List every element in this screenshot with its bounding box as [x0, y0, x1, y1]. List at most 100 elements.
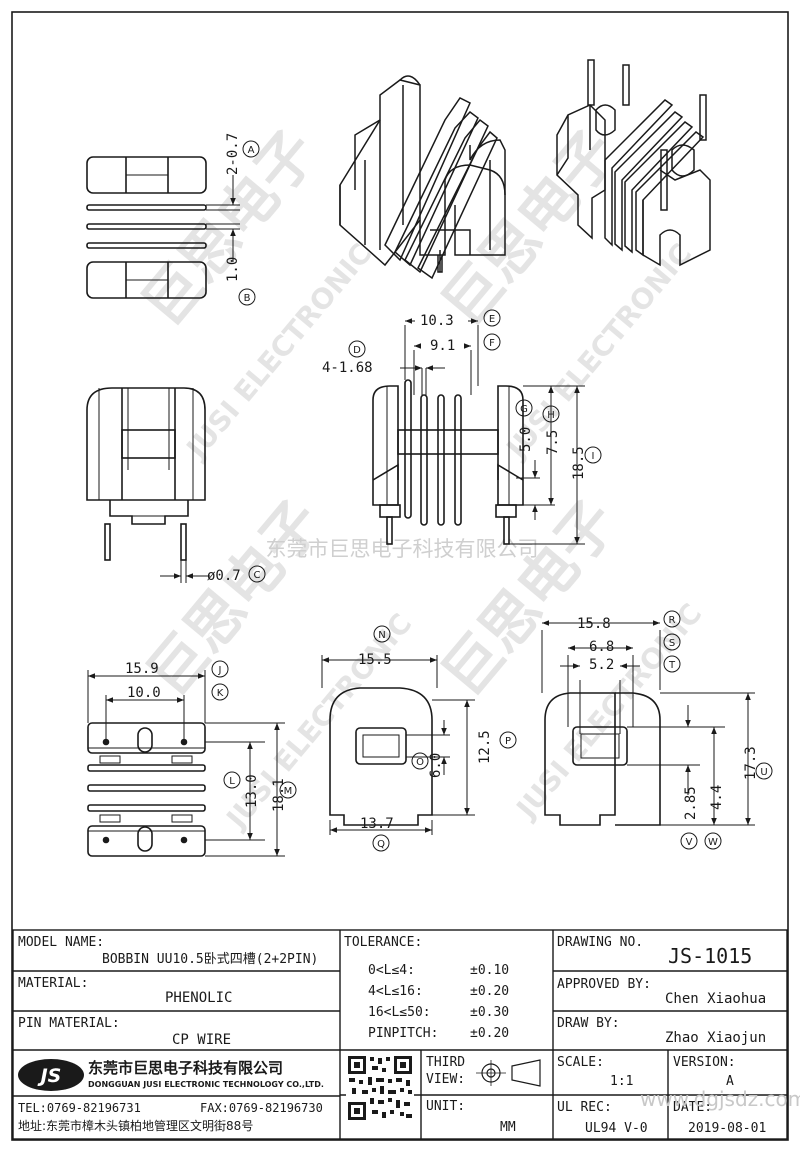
footer-url-watermark: www.dgjsdz.com [640, 1087, 800, 1111]
dim-w: 4.4 [709, 785, 725, 810]
watermark-brand: 巨思电子 [429, 488, 630, 709]
dim-m: 18.1 [271, 778, 287, 812]
bottom-view [87, 670, 285, 857]
top-view [86, 156, 240, 299]
tol-range-1: 0<L≤4: [368, 963, 415, 978]
pin-material-label: PIN MATERIAL: [18, 1016, 120, 1031]
callout-b: B [244, 293, 251, 304]
date-label: DATE: [673, 1100, 712, 1115]
third-view-label-1: THIRD [426, 1055, 465, 1070]
tol-value-1: ±0.10 [470, 963, 509, 978]
dim-a: 2-0.7 [225, 133, 241, 175]
front-view [372, 318, 585, 545]
approved-by-value: Chen Xiaohua [665, 991, 766, 1007]
dim-n: 15.5 [358, 652, 392, 668]
callout-j: J [218, 665, 222, 676]
approved-by-label: APPROVED BY: [557, 977, 651, 992]
dim-l: 13.0 [244, 774, 260, 808]
callout-w: W [708, 837, 718, 848]
watermark-company: 东莞市巨思电子科技有限公司 [266, 537, 539, 561]
callout-v: V [686, 837, 693, 848]
tol-value-3: ±0.30 [470, 1005, 509, 1020]
dim-h: 7.5 [545, 430, 561, 455]
dim-u: 17.3 [743, 746, 759, 780]
tol-range-2: 4<L≤16: [368, 984, 423, 999]
dim-d: 4-1.68 [322, 360, 373, 376]
dim-q: 13.7 [360, 816, 394, 832]
dim-i: 18.5 [571, 446, 587, 480]
draw-by-value: Zhao Xiaojun [665, 1030, 766, 1046]
scale-value: 1:1 [610, 1074, 633, 1089]
date-value: 2019-08-01 [688, 1121, 766, 1136]
dimension-labels: 2-0.7 1.0 ø0.7 4-1.68 10.3 9.1 5.0 7.5 1… [125, 133, 759, 832]
callout-m: M [284, 786, 293, 797]
dim-t: 5.2 [589, 657, 614, 673]
callout-letters: A B C D E F G H I J K L M N O P Q R S T … [217, 145, 768, 850]
dim-g: 5.0 [518, 427, 534, 452]
callouts [211, 140, 773, 852]
callout-k: K [217, 688, 224, 699]
company-address: 地址:东莞市樟木头镇柏地管理区文明街88号 [18, 1118, 253, 1133]
drawing-border [11, 11, 789, 1141]
isometric-view-front [339, 75, 506, 280]
company-logo-text: JS [37, 1065, 62, 1087]
dim-f: 9.1 [430, 338, 455, 354]
version-value: A [726, 1074, 734, 1089]
callout-s: S [669, 638, 675, 649]
material-value: PHENOLIC [165, 990, 232, 1006]
ul-rec-label: UL REC: [557, 1100, 612, 1115]
company-tel: TEL:0769-82196731 [18, 1101, 141, 1115]
callout-p: P [505, 736, 511, 747]
tol-range-4: PINPITCH: [368, 1026, 438, 1041]
draw-by-label: DRAW BY: [557, 1016, 620, 1031]
tol-range-3: 16<L≤50: [368, 1005, 431, 1020]
dim-v: 2.85 [683, 786, 699, 820]
dim-e: 10.3 [420, 313, 454, 329]
callout-q: Q [377, 839, 385, 850]
tol-value-2: ±0.20 [470, 984, 509, 999]
unit-value: MM [500, 1120, 516, 1135]
dim-p: 12.5 [477, 730, 493, 764]
dim-r: 15.8 [577, 616, 611, 632]
title-block-text: MODEL NAME: BOBBIN UU10.5卧式四槽(2+2PIN) MA… [18, 935, 766, 1136]
unit-label: UNIT: [426, 1099, 465, 1114]
callout-f: F [489, 338, 495, 349]
callout-h: H [547, 410, 555, 421]
tolerance-label: TOLERANCE: [344, 935, 422, 950]
callout-c: C [254, 570, 261, 581]
pin-material-value: CP WIRE [172, 1032, 231, 1048]
end-view-section [541, 620, 755, 826]
company-name-en: DONGGUAN JUSI ELECTRONIC TECHNOLOGY CO.,… [88, 1080, 324, 1089]
company-name-cn: 东莞市巨思电子科技有限公司 [88, 1059, 283, 1077]
model-name-label: MODEL NAME: [18, 935, 104, 950]
callout-o: O [416, 757, 424, 768]
dim-b: 1.0 [225, 257, 241, 282]
isometric-view-rear [556, 59, 711, 267]
callout-a: A [248, 145, 255, 156]
drawing-no-value: JS-1015 [668, 944, 752, 968]
dim-k: 10.0 [127, 685, 161, 701]
scale-label: SCALE: [557, 1055, 604, 1070]
tol-value-4: ±0.20 [470, 1026, 509, 1041]
callout-g: G [520, 404, 528, 415]
qr-code [346, 1054, 414, 1122]
material-label: MATERIAL: [18, 976, 88, 991]
dim-o: 6.0 [428, 753, 444, 778]
third-angle-projection-icon [476, 1059, 541, 1087]
callout-i: I [592, 451, 595, 462]
end-view [321, 655, 475, 835]
callout-d: D [353, 345, 361, 356]
ul-rec-value: UL94 V-0 [585, 1121, 648, 1136]
dim-c: ø0.7 [207, 568, 241, 584]
company-fax: FAX:0769-82196730 [200, 1101, 323, 1115]
callout-r: R [669, 615, 676, 626]
drawing-no-label: DRAWING NO. [557, 935, 643, 950]
dim-j: 15.9 [125, 661, 159, 677]
callout-u: U [760, 767, 767, 778]
callout-e: E [489, 314, 495, 325]
third-view-label-2: VIEW: [426, 1072, 465, 1087]
callout-t: T [668, 660, 676, 671]
model-name-value: BOBBIN UU10.5卧式四槽(2+2PIN) [102, 952, 318, 967]
version-label: VERSION: [673, 1055, 736, 1070]
